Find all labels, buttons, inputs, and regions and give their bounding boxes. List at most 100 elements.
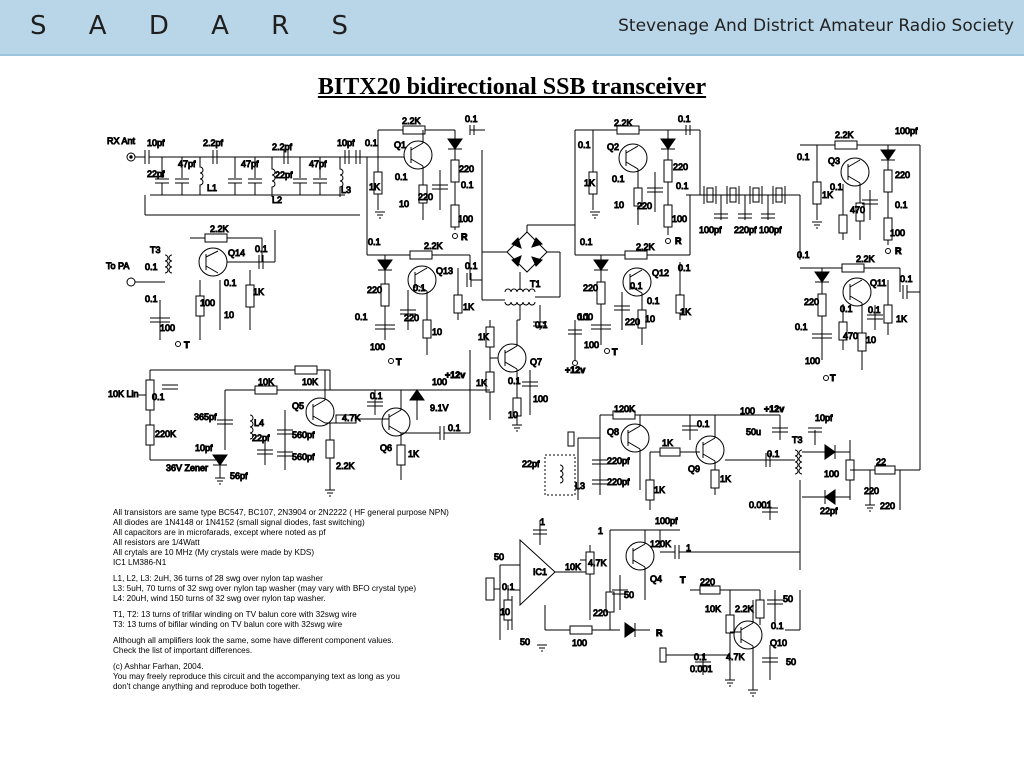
res-label: 2.2K [835,130,854,140]
cap-label: 10pf [337,138,355,148]
t-net-label: T [612,347,618,357]
res-label: 100 [572,638,587,648]
q9-transistor [695,435,725,465]
cap-label: 0.1 [508,376,521,386]
cap-label: 220pf [607,477,630,487]
circuit-notes: All transistors are same type BC547, BC1… [113,508,503,692]
zener-label: 36V Zener [166,463,208,473]
cap-label: 0.1 [577,312,590,322]
transformer-label: T1 [530,279,541,289]
cap-label: 0.1 [647,296,660,306]
res-label: 220 [583,283,598,293]
cap-label: 0.1 [465,114,478,124]
coil-label: L1 [207,183,217,193]
header-banner: S A D A R S Stevenage And District Amate… [0,0,1024,56]
res-label: 2.2K [210,224,229,234]
t3-coil-left [164,254,169,274]
r-net-label: R [656,628,663,638]
credit-note: You may freely reproduce this circuit an… [113,672,400,681]
res-label: 220 [804,297,819,307]
q13-transistor [407,265,437,295]
q3-transistor [840,157,870,187]
cap-label: 0.1 [365,138,378,148]
res-label: 2.2K [614,118,633,128]
cap-label: 0.001 [749,500,772,510]
cap-label: 0.1 [578,140,591,150]
res-label: 1K [720,474,731,484]
transformer-note: T3: 13 turns of bifilar winding on TV ba… [113,620,343,629]
cap-label: 56pf [230,471,248,481]
coil-note: L4: 20uH, wind 150 turns of 32 swg over … [113,594,326,603]
remark-note: Check the list of important differences. [113,646,253,655]
res-label: 100 [458,214,473,224]
cap-label: 47pf [241,159,259,169]
cap-label: 0.1 [771,621,784,631]
q4-transistor [625,541,655,571]
res-label: 220 [895,170,910,180]
res-label: 2.2K [424,241,443,251]
transistor-label: Q11 [870,278,886,288]
remark-note: Although all amplifiers look the same, s… [113,636,394,645]
res-label: 10K [258,377,274,387]
cap-label: 0.1 [694,652,707,662]
r-net-label: R [461,232,468,242]
res-label: 10 [224,310,234,320]
res-label: 1K [662,438,673,448]
res-label: 220 [637,201,652,211]
transistor-label: Q10 [770,638,787,648]
q14-stage [126,230,276,347]
cap-label: 0.1 [461,180,474,190]
res-label: 470 [843,331,858,341]
transformer-label: T3 [792,435,803,445]
cap-label: 0.001 [690,664,713,674]
res-label: 10K [302,377,318,387]
coil-note: L1, L2, L3: 2uH, 36 turns of 28 swg over… [113,574,323,583]
l4-coil [249,414,254,440]
q14-transistor [198,247,228,277]
balanced-mixer [481,130,582,366]
l2-coil [271,157,276,197]
cap-label: 0.1 [413,283,426,293]
cap-label: 22pf [147,169,165,179]
cap-label: 22pf [252,433,270,443]
cap-label: 100pf [895,126,918,136]
cap-label: 10pf [815,413,833,423]
ic-label: IC1 [533,567,547,577]
transistor-label: Q4 [650,574,662,584]
cap-label: 365pf [194,412,217,422]
cap-label: 22pf [522,459,540,469]
note-line: All transistors are same type BC547, BC1… [113,508,449,517]
pot-label: 10K Lin [108,389,139,399]
q11-transistor [842,277,872,307]
q5-transistor [305,397,335,427]
r-net-label: R [895,246,902,256]
res-label: 220 [418,192,433,202]
transistor-label: Q2 [607,142,619,152]
note-line: All diodes are 1N4148 or 1N4152 (small s… [113,518,365,527]
t3-bfo-coil [794,449,799,475]
note-line: IC1 LM386-N1 [113,558,167,567]
ic1-amplifier [519,538,556,607]
cap-label: 22pf [820,506,838,516]
cap-label: 47pf [309,159,327,169]
q3-stage [799,140,921,470]
note-line: All crytals are 10 MHz (My crystals were… [113,548,315,557]
l3-bfo-coil [559,464,564,484]
q10-transistor [733,620,763,650]
cap-label: 220pf [734,225,757,235]
cap-label: 10pf [147,138,165,148]
res-label: 220 [880,501,895,511]
res-label: 100 [890,228,905,238]
res-label: 220 [673,162,688,172]
res-label: 4.7K [588,558,607,568]
res-label: 100 [533,394,548,404]
cap-label: 0.1 [368,237,381,247]
cap-label: 560pf [292,430,315,440]
res-label: 220K [155,429,176,439]
t-net-label: T [184,340,190,350]
cap-label: 0.1 [630,281,643,291]
res-label: 10 [399,199,409,209]
transistor-label: Q14 [228,248,245,258]
coil-note: L3: 5uH, 70 turns of 32 swg over nylon t… [113,584,417,593]
res-label: 1K [476,378,487,388]
